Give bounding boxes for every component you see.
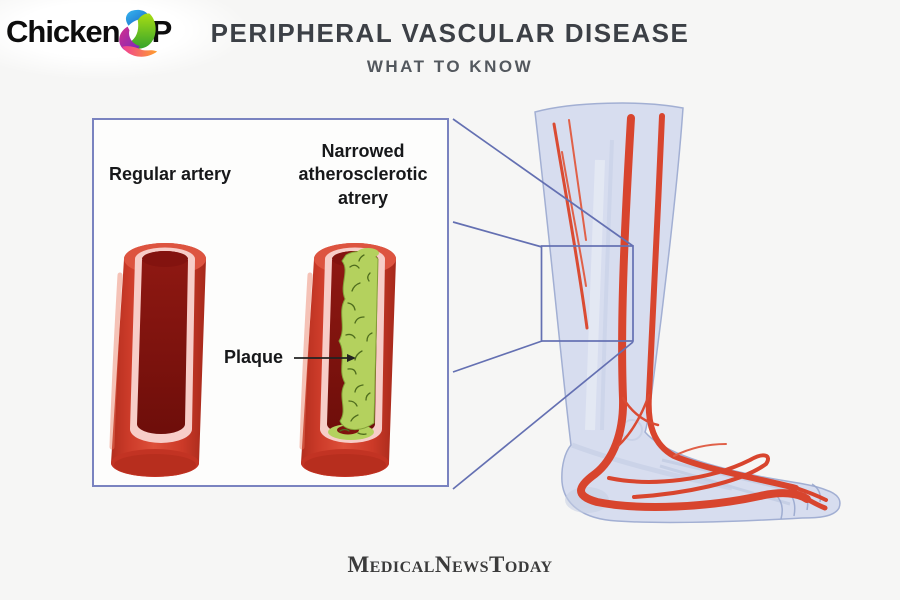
- leg-arteries-illustration: [512, 100, 857, 555]
- narrowed-artery-label: Narrowed atherosclerotic atrery: [298, 141, 428, 208]
- regular-artery-illustration: [100, 233, 232, 496]
- regular-artery-label: Regular artery: [108, 164, 232, 184]
- site-logo: Chicken: [0, 0, 250, 84]
- bird-swirl-icon: [111, 8, 159, 60]
- logo-text-suffix: P: [151, 14, 173, 49]
- medical-news-today-brand: MedicalNewsToday: [347, 552, 553, 577]
- plaque-label: Plaque: [224, 347, 284, 367]
- narrowed-artery-illustration: [290, 233, 422, 496]
- page-subtitle: WHAT TO KNOW: [366, 57, 534, 76]
- logo-text-prefix: Chicken: [6, 14, 121, 49]
- page-title: PERIPHERAL VASCULAR DISEASE: [210, 18, 690, 48]
- logo-row: Chicken: [6, 6, 173, 60]
